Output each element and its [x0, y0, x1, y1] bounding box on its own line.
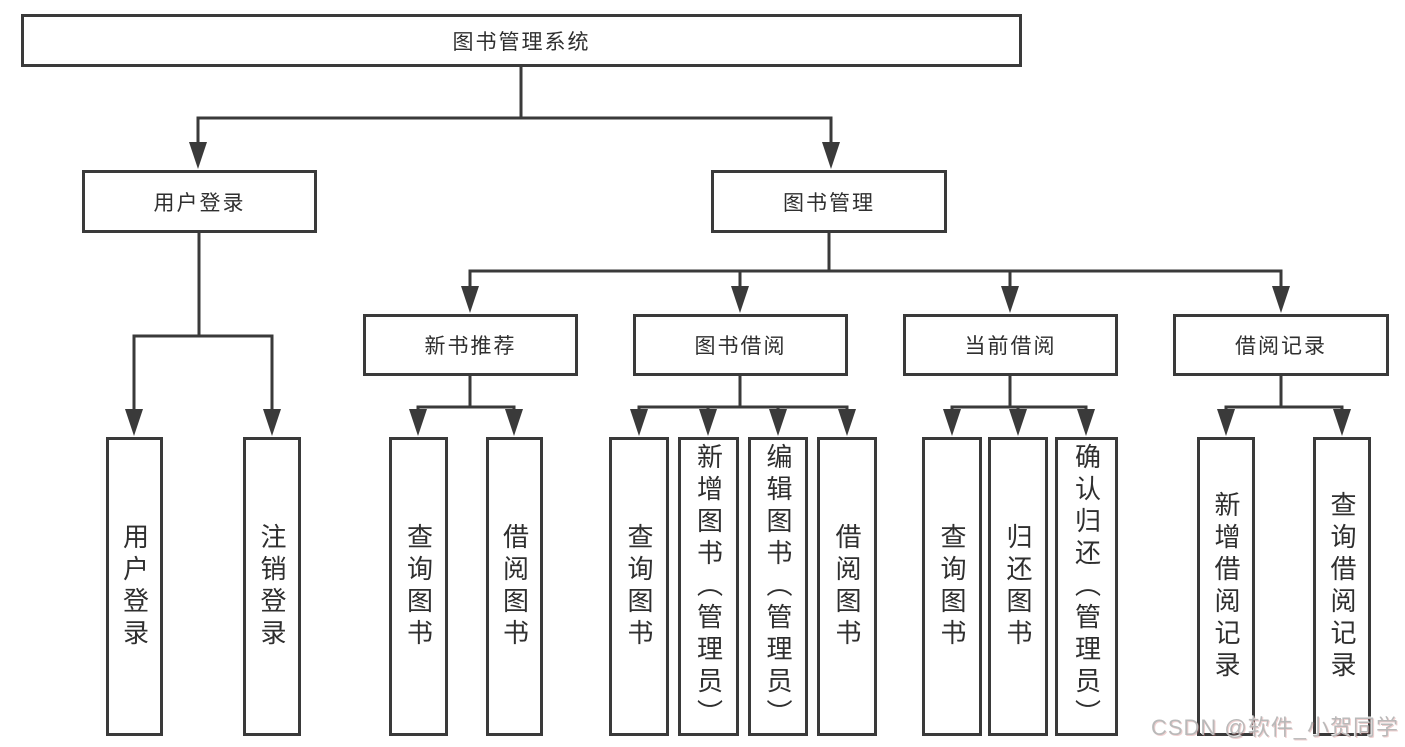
arrowhead-icon — [1272, 286, 1290, 313]
leaf-user-login: 用户登录 — [106, 437, 163, 736]
arrowhead-icon — [943, 409, 961, 436]
leaf-borrow-book-under-borrowing: 借阅图书 — [817, 437, 877, 736]
arrowhead-icon — [1009, 409, 1027, 436]
arrowhead-icon — [630, 409, 648, 436]
leaf-return-book: 归还图书 — [988, 437, 1048, 736]
leaf-query-book-under-borrowing: 查询图书 — [609, 437, 669, 736]
arrowhead-icon — [409, 409, 427, 436]
node-borrowing-records: 借阅记录 — [1173, 314, 1389, 376]
arrowhead-icon — [263, 409, 281, 436]
node-library-system: 图书管理系统 — [21, 14, 1022, 67]
arrowhead-icon — [699, 409, 717, 436]
arrowhead-icon — [189, 142, 207, 169]
arrowhead-icon — [1001, 286, 1019, 313]
leaf-add-book-admin: 新增图书（管理员） — [678, 437, 739, 736]
arrowhead-icon — [505, 409, 523, 436]
arrowhead-icon — [822, 142, 840, 169]
arrowhead-icon — [461, 286, 479, 313]
arrowhead-icon — [125, 409, 143, 436]
leaf-query-borrow-record: 查询借阅记录 — [1313, 437, 1371, 736]
leaf-query-book-under-new-book: 查询图书 — [389, 437, 448, 736]
leaf-confirm-return-admin: 确认归还（管理员） — [1055, 437, 1118, 736]
arrowhead-icon — [1217, 409, 1235, 436]
arrowhead-icon — [731, 286, 749, 313]
leaf-add-borrow-record: 新增借阅记录 — [1197, 437, 1255, 736]
leaf-query-book-under-current: 查询图书 — [922, 437, 982, 736]
node-new-book-recommend: 新书推荐 — [363, 314, 578, 376]
node-user-login: 用户登录 — [82, 170, 317, 233]
node-book-borrowing: 图书借阅 — [633, 314, 848, 376]
leaf-logout: 注销登录 — [243, 437, 301, 736]
arrowhead-icon — [838, 409, 856, 436]
leaf-edit-book-admin: 编辑图书（管理员） — [748, 437, 808, 736]
leaf-borrow-book-under-new-book: 借阅图书 — [486, 437, 543, 736]
csdn-watermark: CSDN @软件_小贺同学 — [1150, 715, 1399, 740]
node-book-management: 图书管理 — [711, 170, 947, 233]
arrowhead-icon — [1333, 409, 1351, 436]
arrowhead-icon — [1077, 409, 1095, 436]
arrowhead-icon — [769, 409, 787, 436]
node-current-borrowing: 当前借阅 — [903, 314, 1118, 376]
